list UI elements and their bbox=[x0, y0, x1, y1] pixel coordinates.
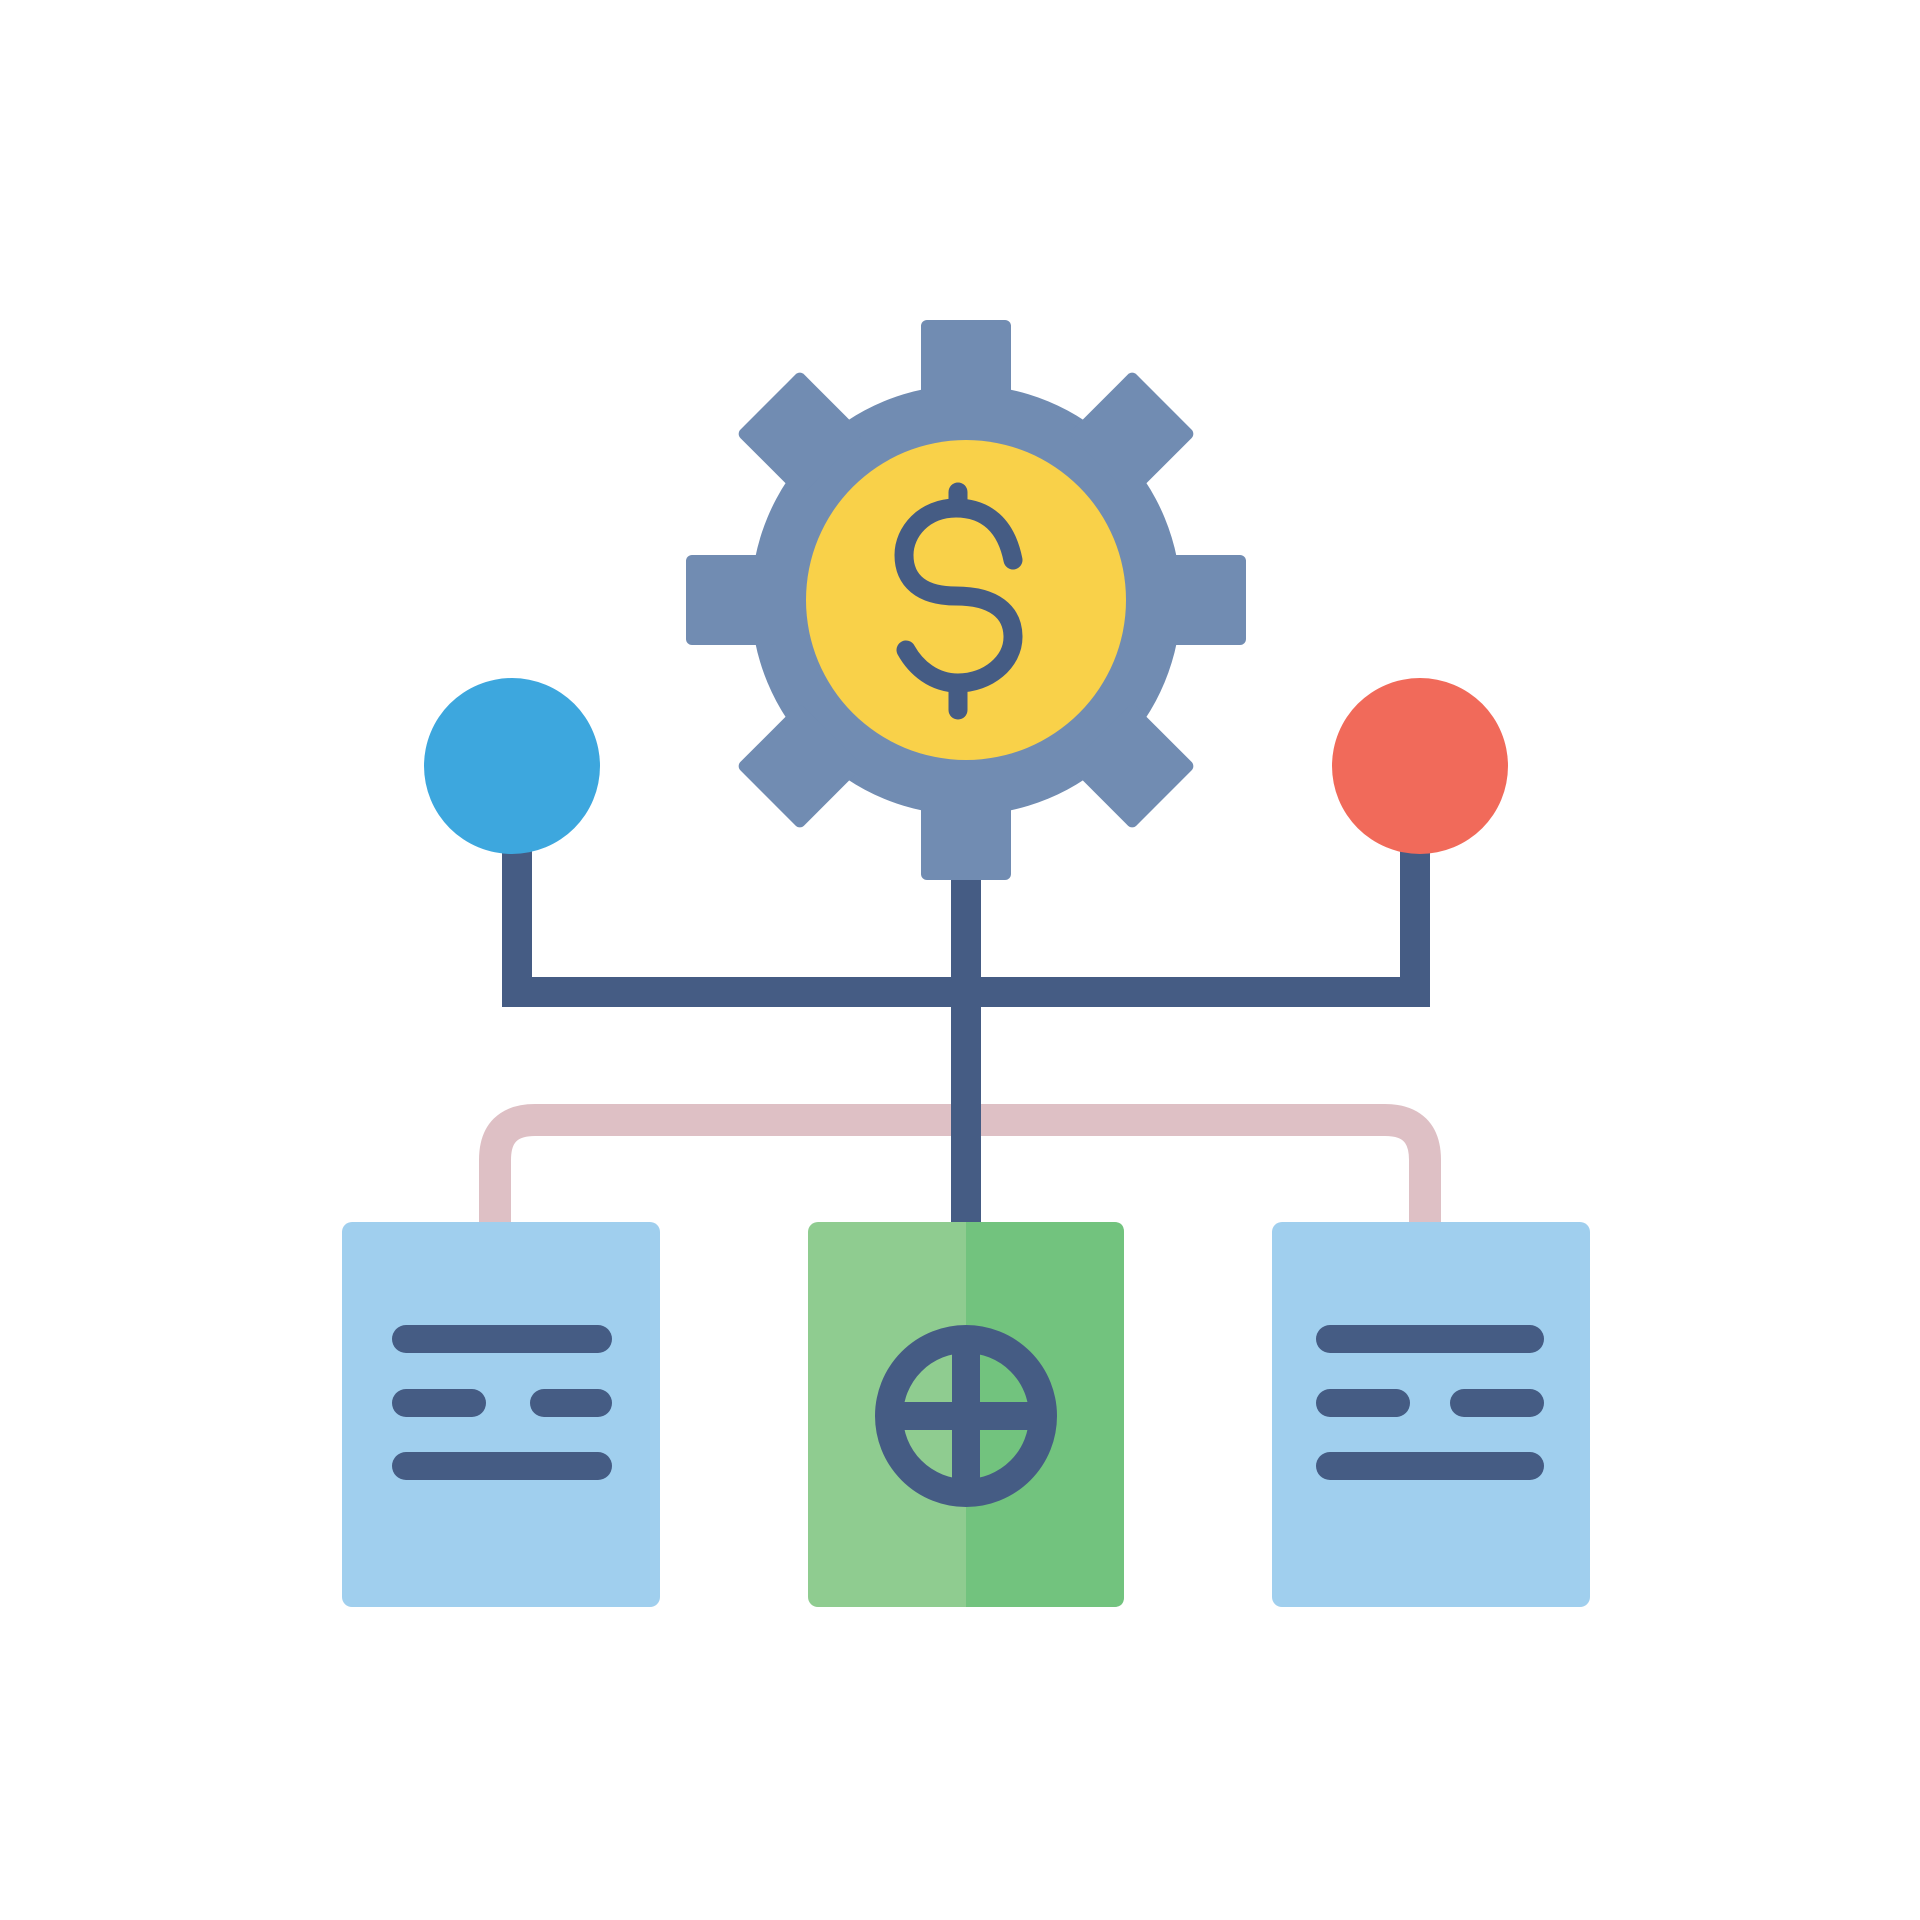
red-circle-node bbox=[1332, 678, 1508, 854]
gear-icon bbox=[686, 320, 1246, 880]
blue-circle-node bbox=[424, 678, 600, 854]
center-green-card bbox=[808, 1222, 1124, 1607]
left-document-card bbox=[342, 1222, 660, 1607]
dollar-icon bbox=[894, 482, 1023, 720]
right-document-card bbox=[1272, 1222, 1590, 1607]
connector-lines bbox=[502, 848, 1430, 1226]
globe-icon bbox=[875, 1325, 1057, 1507]
